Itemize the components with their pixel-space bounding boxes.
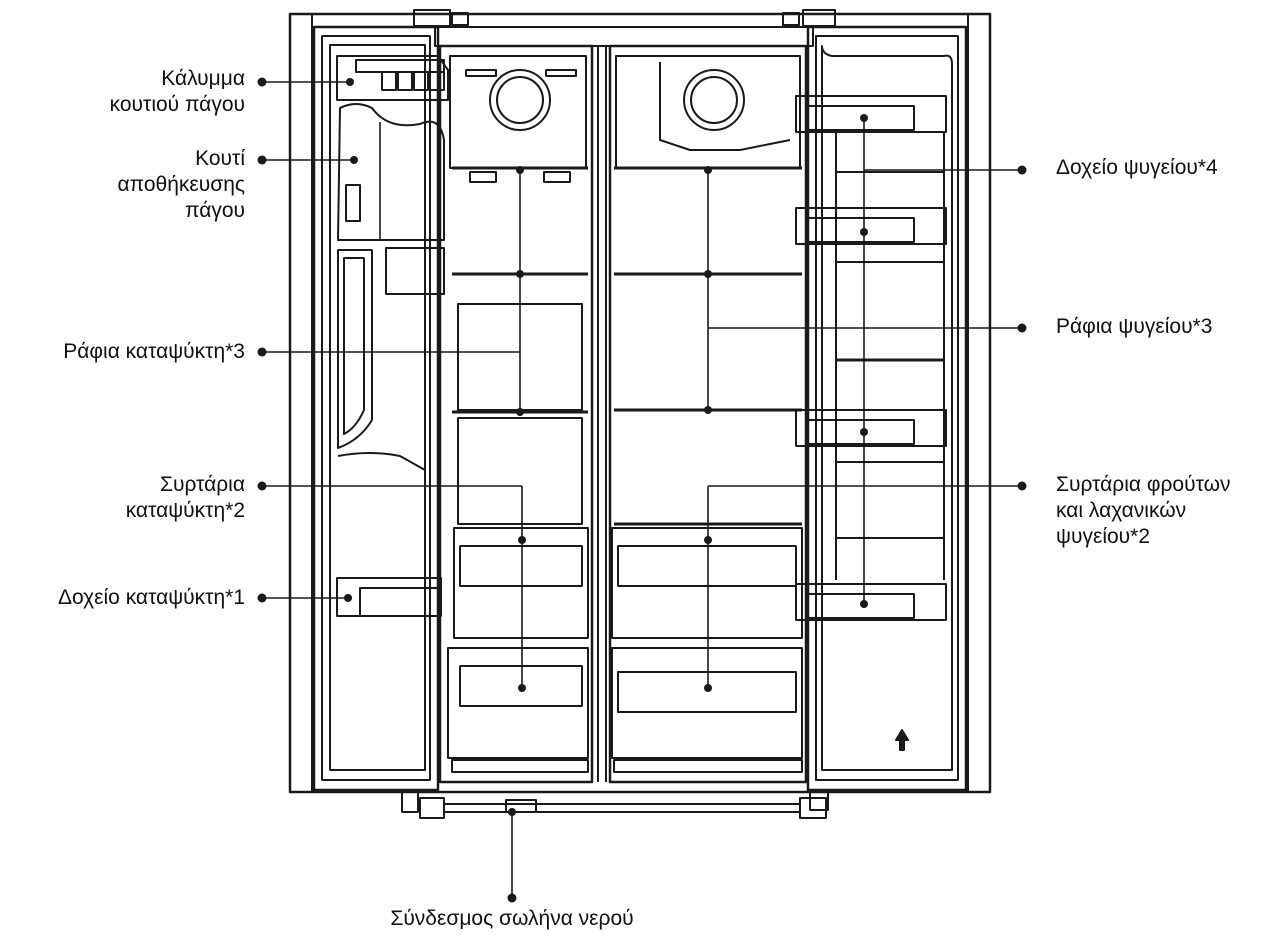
- dispenser-chute: [337, 249, 373, 449]
- label-ice-storage-box: Κουτί αποθήκευσης πάγου: [117, 147, 245, 222]
- label-fridge-shelves: Ράφια ψυγείου*3: [1056, 315, 1213, 338]
- label-fridge-bin: Δοχείο ψυγείου*4: [1056, 156, 1218, 179]
- leader-lines: [262, 81, 1022, 898]
- top-hinge-right: [782, 9, 836, 27]
- cabinet-outline: [288, 12, 992, 794]
- fridge-door: [795, 25, 968, 792]
- label-freezer-bin: Δοχείο καταψύκτη*1: [57, 586, 245, 609]
- door-logo-icon: [895, 729, 909, 751]
- base: [401, 791, 829, 819]
- freezer-compartment: [438, 44, 594, 784]
- leader-dots: [257, 77, 1027, 903]
- freezer-drawers-shape: [447, 527, 589, 773]
- fridge-door-bins: [795, 95, 947, 621]
- label-freezer-drawers: Συρτάρια καταψύκτη*2: [125, 473, 245, 522]
- label-water-pipe-connection: Σύνδεσμος σωλήνα νερού: [390, 907, 634, 930]
- ice-storage-box: [337, 103, 445, 295]
- freezer-door: [312, 25, 449, 792]
- top-hinge-left: [413, 9, 469, 27]
- label-ice-box-cover: Κάλυμμα κουτιού πάγου: [109, 67, 245, 116]
- label-freezer-shelves: Ράφια καταψύκτη*3: [63, 340, 245, 363]
- label-fridge-crisper-drawers: Συρτάρια φρούτων και λαχανικών ψυγείου*2: [1056, 473, 1231, 548]
- crisper-drawers-shape: [611, 527, 803, 773]
- ice-maker-cover: [336, 55, 449, 101]
